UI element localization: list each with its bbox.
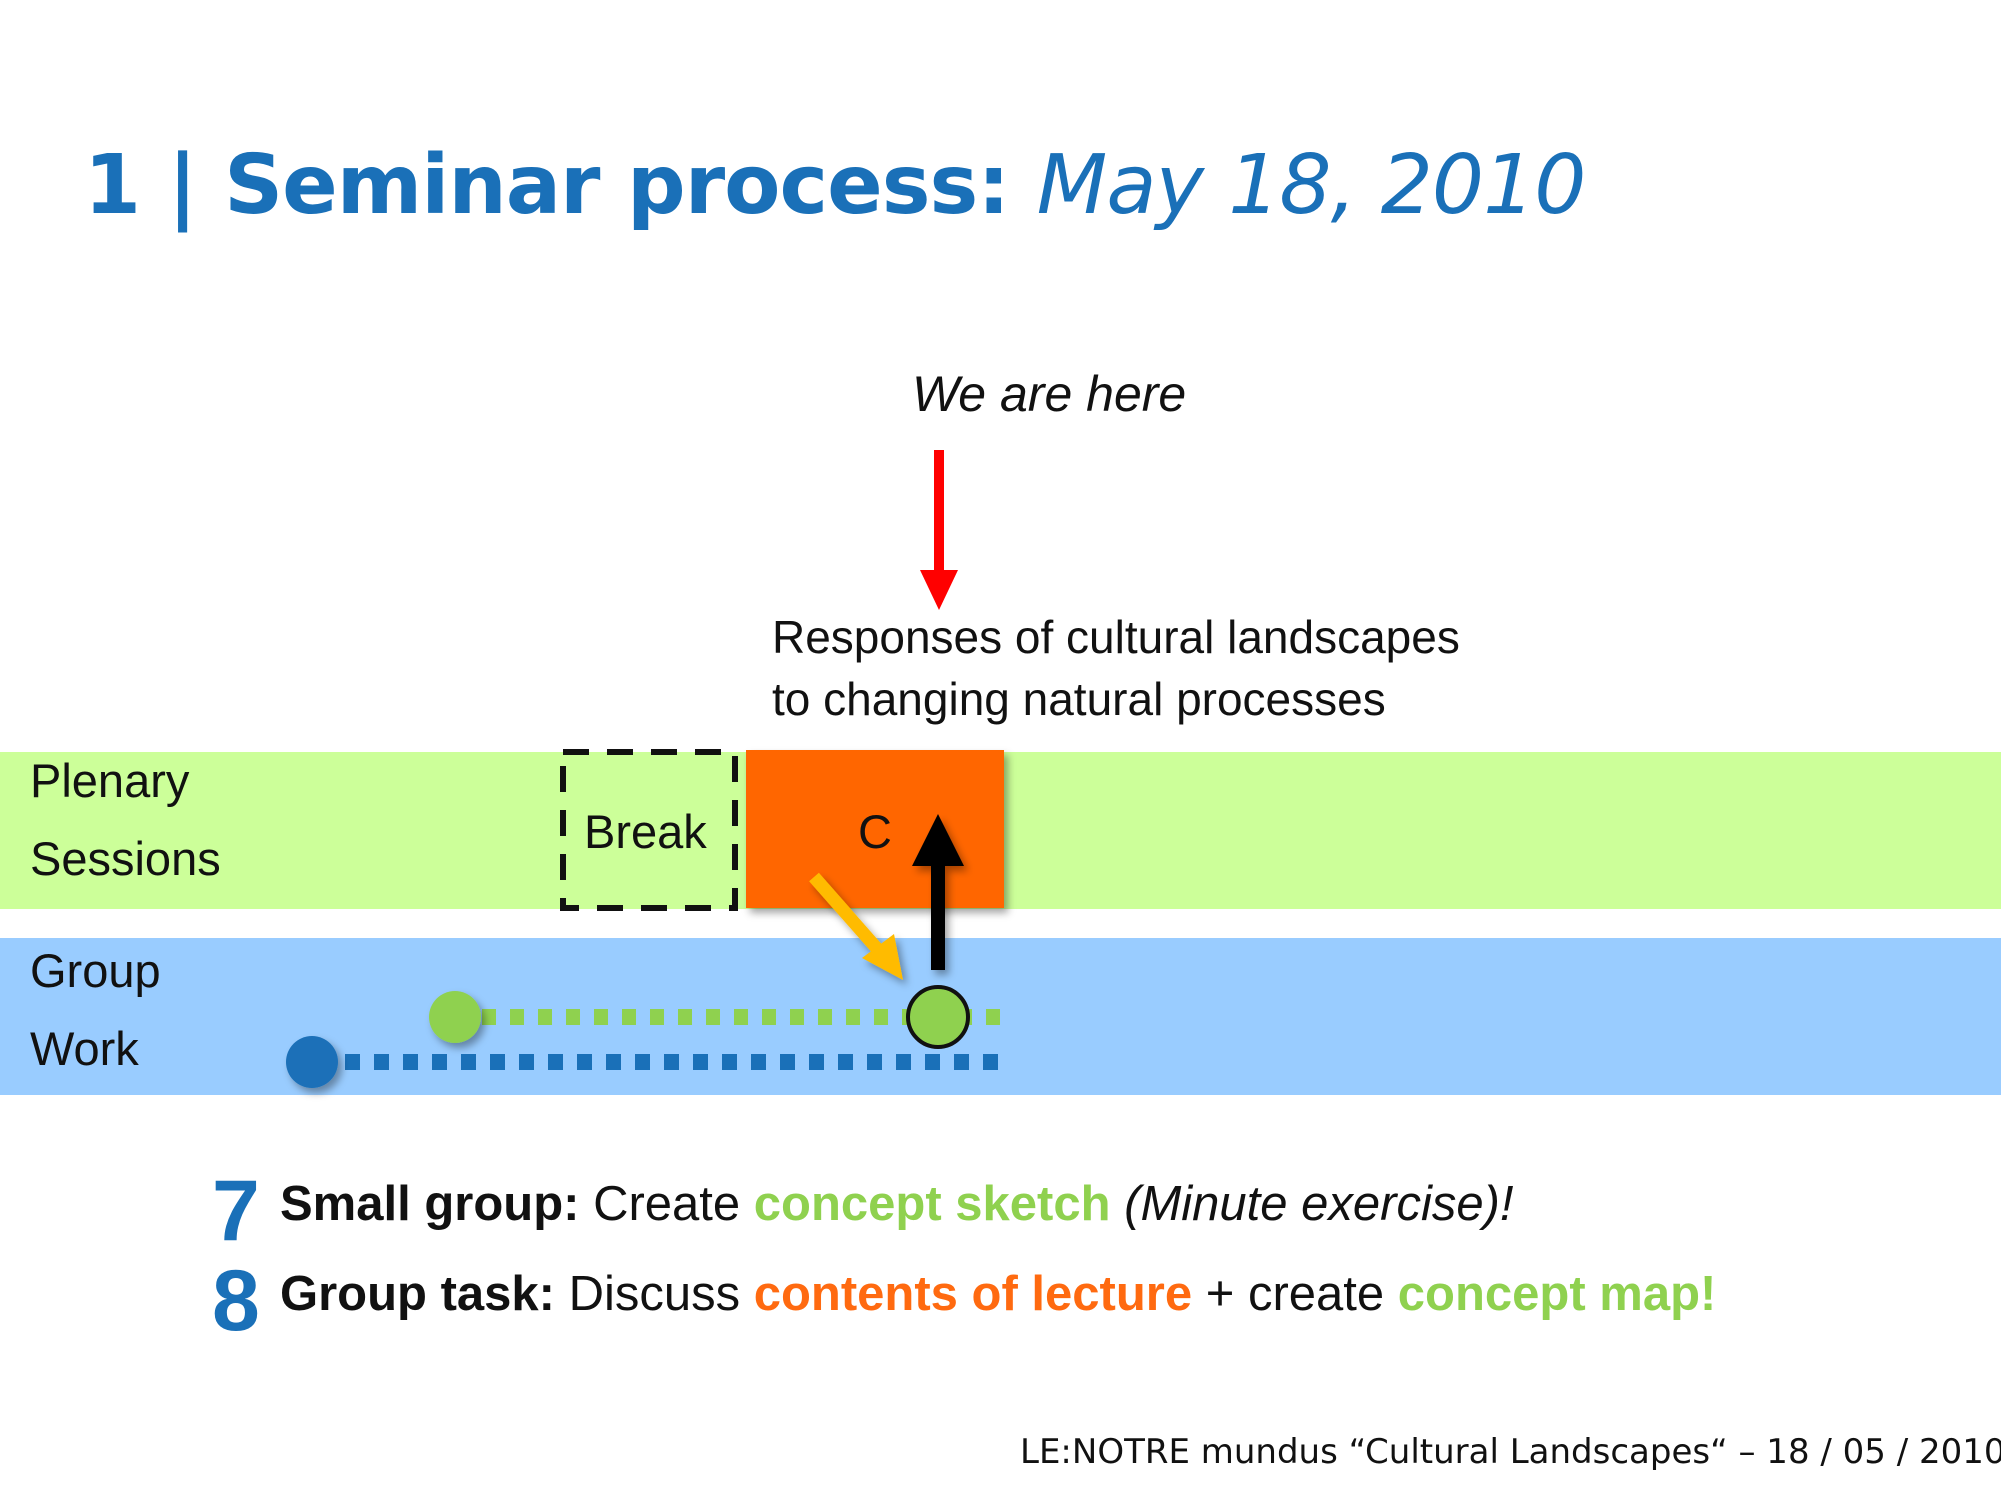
break-label: Break — [584, 805, 707, 858]
we-are-here-label: We are here — [912, 366, 1187, 422]
task-8-bold: Group task: — [280, 1267, 555, 1321]
lecture-c-label: C — [858, 805, 892, 858]
group-label-line2: Work — [30, 1022, 139, 1075]
task-8-highlight1: contents of lecture — [753, 1267, 1193, 1321]
lecture-description-line2: to changing natural processes — [772, 673, 1386, 725]
blue-dotted-track — [286, 1036, 1000, 1088]
plenary-label-line2: Sessions — [30, 832, 221, 885]
task-8-plain1: Discuss — [554, 1267, 754, 1321]
plenary-sessions-label: Plenary Sessions — [30, 742, 221, 898]
page-title: 1 | Seminar process: May 18, 2010 — [84, 138, 1587, 233]
task-7-plain: Create — [579, 1177, 754, 1231]
footer: LE:NOTRE mundus “Cultural Landscapes“ – … — [1020, 1432, 2001, 1472]
task-8-number: 8 — [212, 1253, 260, 1349]
task-8-highlight2: concept map! — [1397, 1267, 1717, 1321]
break-block — [560, 749, 738, 911]
task-7-number: 7 — [212, 1163, 260, 1259]
task-8-text: Group task: Discuss contents of lecture … — [280, 1266, 1716, 1322]
task-8-plain2: + create — [1192, 1267, 1398, 1321]
task-7-italic: (Minute exercise)! — [1110, 1177, 1514, 1231]
lecture-description-line1: Responses of cultural landscapes — [772, 611, 1460, 663]
black-up-arrow — [912, 814, 964, 970]
group-label-line1: Group — [30, 944, 161, 997]
green-track-current — [906, 985, 970, 1049]
title-prefix: 1 | Seminar process: — [84, 138, 1037, 233]
blue-track-start — [286, 1036, 338, 1088]
yellow-diagonal-arrow — [809, 872, 903, 980]
lecture-c-block — [746, 750, 1004, 908]
lecture-description: Responses of cultural landscapes to chan… — [772, 606, 1460, 730]
we-are-here-arrow — [920, 450, 958, 610]
green-dotted-track — [429, 985, 1004, 1049]
green-track-start — [429, 991, 481, 1043]
group-work-label: Group Work — [30, 932, 161, 1088]
task-7-text: Small group: Create concept sketch (Minu… — [280, 1176, 1514, 1232]
title-date: May 18, 2010 — [1036, 138, 1587, 233]
plenary-label-line1: Plenary — [30, 754, 190, 807]
task-7-highlight: concept sketch — [753, 1177, 1111, 1231]
task-7-bold: Small group: — [280, 1177, 580, 1231]
